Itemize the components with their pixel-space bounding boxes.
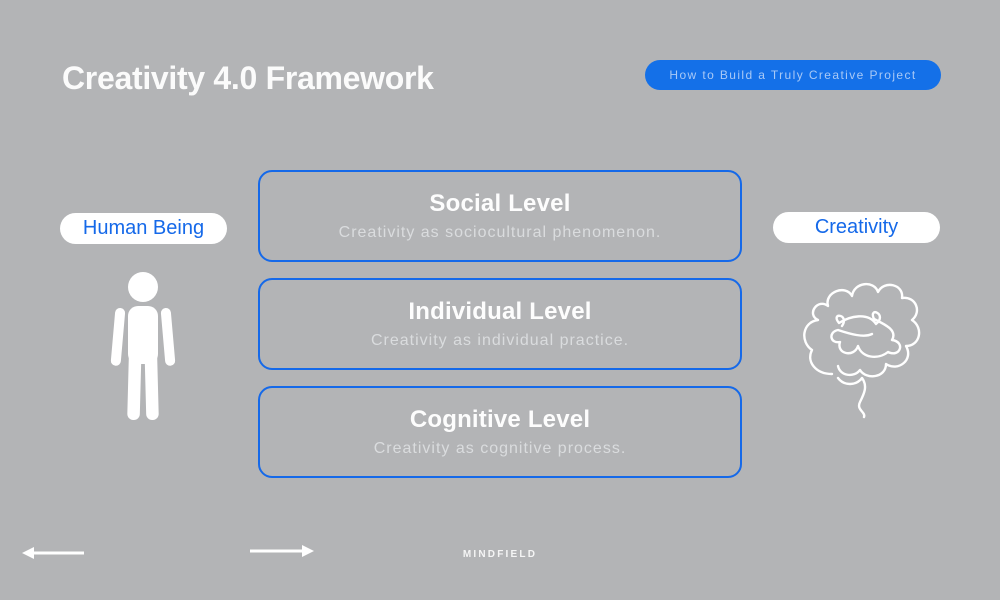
level-box-cognitive: Cognitive Level Creativity as cognitive … [258,386,742,478]
arrow-right-icon[interactable] [248,543,314,559]
person-icon [103,270,183,422]
level-desc-cognitive: Creativity as cognitive process. [373,439,627,457]
human-being-label-text: Human Being [82,217,205,239]
arrow-left-icon[interactable] [22,545,86,561]
level-title-social: Social Level [429,189,571,217]
cta-button[interactable]: How to Build a Truly Creative Project [645,60,941,90]
level-title-cognitive: Cognitive Level [409,405,591,433]
human-being-label: Human Being [60,213,227,244]
brain-scribble-icon [798,274,940,419]
level-desc-individual: Creativity as individual practice. [370,331,630,349]
creativity-label-text: Creativity [814,216,899,238]
level-box-individual: Individual Level Creativity as individua… [258,278,742,370]
brand-wordmark: MINDFIELD [462,549,538,560]
creativity-label: Creativity [773,212,940,243]
level-box-social: Social Level Creativity as sociocultural… [258,170,742,262]
page-title: Creativity 4.0 Framework [62,60,434,96]
level-desc-social: Creativity as sociocultural phenomenon. [338,223,662,241]
level-title-individual: Individual Level [408,297,592,325]
